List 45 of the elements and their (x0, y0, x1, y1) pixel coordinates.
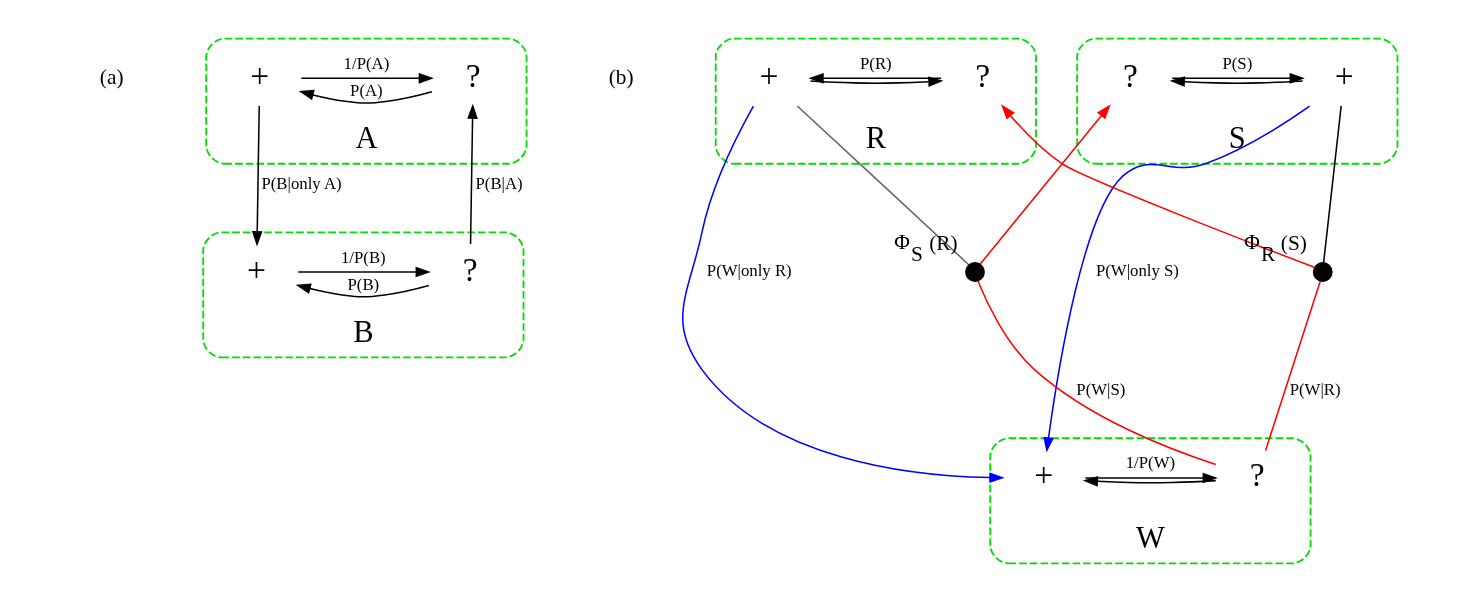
arrow (467, 103, 478, 245)
arrow (682, 105, 1005, 483)
node-circle (1312, 262, 1333, 282)
arrow (1043, 105, 1311, 453)
connector (977, 280, 1217, 466)
edge-label: P(W|S) (1076, 380, 1126, 400)
edge-label: P(R) (860, 53, 892, 73)
connector (1322, 105, 1342, 264)
node-text: ? (1123, 56, 1139, 94)
node-text: ? (975, 56, 991, 94)
label: (b) (608, 64, 634, 89)
node-text: + (1334, 56, 1354, 94)
arrow (1171, 72, 1305, 84)
arrow (809, 76, 944, 88)
node-text: + (247, 250, 267, 288)
arrow (300, 72, 434, 84)
edge-label: P(B|only A) (261, 174, 342, 194)
edge-label: P(W|only S) (1095, 261, 1179, 281)
arrow (979, 104, 1111, 266)
connector (1264, 280, 1322, 452)
node-text: + (250, 56, 270, 94)
edge-label: P(B|A) (475, 174, 523, 194)
edge-label: 1/P(B) (341, 247, 386, 267)
edge-label: P(S) (1222, 53, 1253, 73)
node-text: ? (465, 56, 481, 94)
arrow (295, 283, 430, 298)
edge-label: P(B) (347, 275, 380, 295)
node-text: ? (1249, 456, 1265, 494)
connector (796, 105, 970, 266)
arrow (1169, 76, 1304, 88)
arrow (808, 72, 942, 84)
arrow (297, 266, 431, 278)
arrow (251, 105, 263, 247)
edge-label: 1/P(A) (343, 53, 390, 73)
edge-label: P(A) (350, 81, 383, 101)
arrow (298, 89, 433, 104)
edge-label: P(W|only R) (706, 261, 792, 281)
edge-label: 1/P(W) (1125, 453, 1176, 473)
node-text: + (759, 56, 779, 94)
arrow (1000, 104, 1316, 269)
edge-label: P(W|R) (1289, 380, 1341, 400)
node-circle (965, 262, 985, 282)
node-text: + (1034, 456, 1054, 494)
label: (a) (99, 64, 124, 89)
node-text: ? (462, 250, 478, 288)
